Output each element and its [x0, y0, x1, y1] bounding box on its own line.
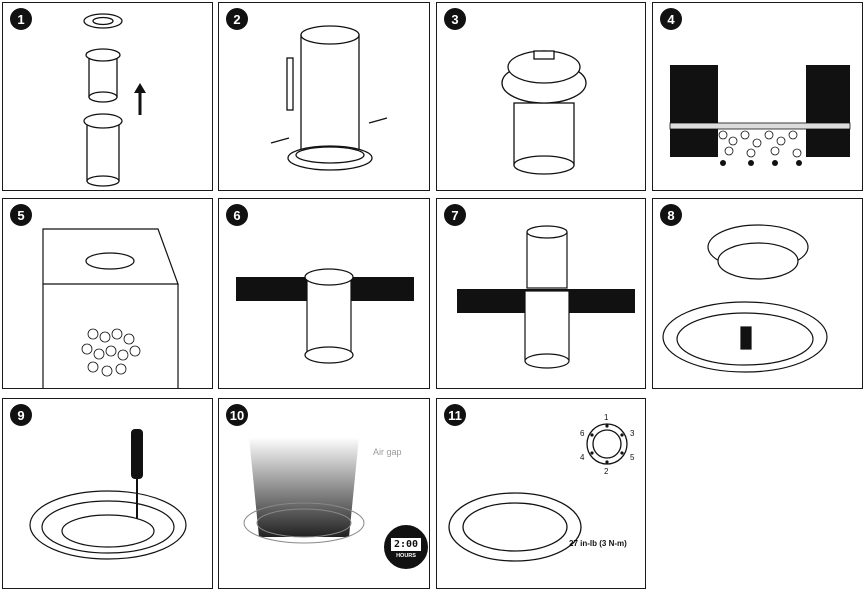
step-9-panel: 9: [2, 398, 213, 589]
step-number-badge: 9: [10, 404, 32, 426]
step-8-panel: 8: [652, 198, 863, 389]
step-6-panel: 6: [218, 198, 430, 389]
bolt-order-1: 1: [604, 413, 609, 422]
step-1-illustration: [83, 13, 146, 187]
timer-display: 2:00: [391, 538, 421, 551]
step-1-panel: 1: [2, 2, 213, 191]
stopwatch-icon: 2:00 HOURS: [384, 525, 428, 569]
step-number-badge: 4: [660, 8, 682, 30]
bolt-order-6: 6: [580, 429, 585, 438]
bolt-order-4: 4: [580, 453, 585, 462]
step-number-badge: 1: [10, 8, 32, 30]
step-8-illustration: [662, 224, 828, 373]
step-3-panel: 3: [436, 2, 646, 191]
step-7-illustration: [457, 225, 635, 369]
torque-label: 27 in-lb (3 N-m): [569, 539, 627, 548]
step-number-badge: 3: [444, 8, 466, 30]
step-4-panel: 4: [652, 2, 863, 191]
timer-unit: HOURS: [396, 553, 416, 559]
step-7-panel: 7: [436, 198, 646, 389]
step-number-badge: 2: [226, 8, 248, 30]
step-4-illustration: [669, 65, 851, 166]
step-2-panel: 2: [218, 2, 430, 191]
step-9-illustration: [29, 429, 187, 560]
step-2-illustration: [270, 25, 388, 171]
step-6-illustration: [236, 268, 414, 364]
step-number-badge: 8: [660, 204, 682, 226]
step-3-illustration: [501, 50, 587, 175]
step-5-illustration: [42, 228, 179, 388]
step-number-badge: 6: [226, 204, 248, 226]
step-number-badge: 7: [444, 204, 466, 226]
step-11-illustration: [448, 423, 628, 562]
bolt-order-5: 5: [630, 453, 635, 462]
step-number-badge: 11: [444, 404, 466, 426]
step-10-panel: 10 Air gap 2:00 HOURS: [218, 398, 430, 589]
bolt-order-3: 3: [630, 429, 635, 438]
step-number-badge: 10: [226, 404, 248, 426]
step-10-illustration: [243, 437, 365, 544]
air-gap-label: Air gap: [373, 447, 402, 457]
step-number-badge: 5: [10, 204, 32, 226]
step-5-panel: 5: [2, 198, 213, 389]
bolt-order-2: 2: [604, 467, 609, 476]
step-11-panel: 11 1 2 3 4 5 6 27 in-lb (3 N-m): [436, 398, 646, 589]
